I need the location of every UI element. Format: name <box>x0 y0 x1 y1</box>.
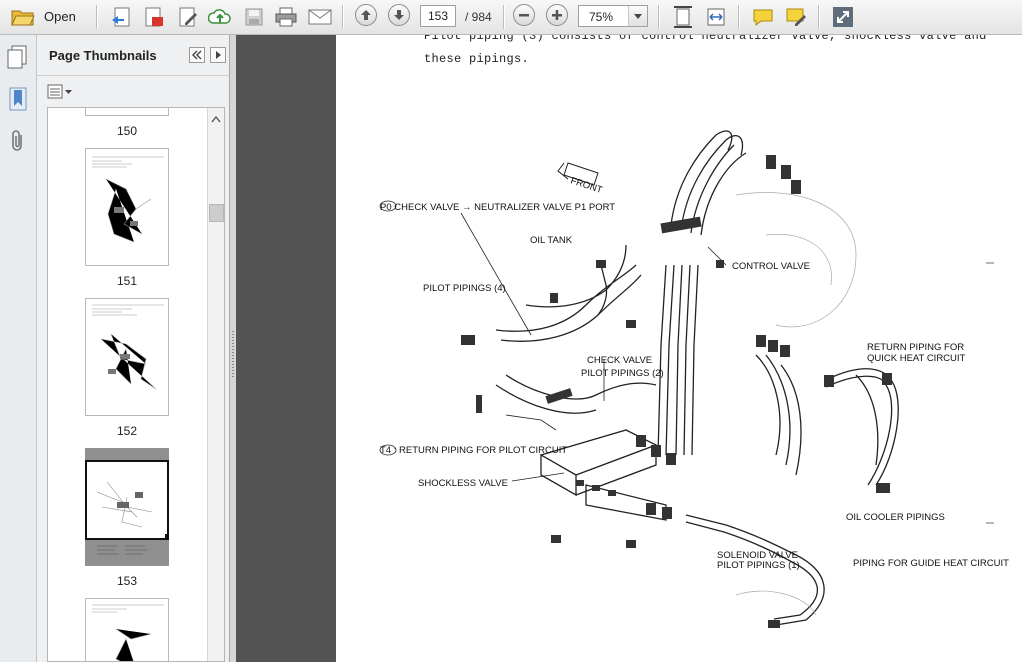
panel-header: Page Thumbnails <box>37 35 229 76</box>
attachment-icon[interactable] <box>8 129 28 158</box>
bookmark-icon[interactable] <box>8 87 28 116</box>
thumbnails-panel: Page Thumbnails 150 151 152 <box>37 35 230 662</box>
scroll-thumb[interactable] <box>209 204 224 222</box>
arrow-down-icon <box>388 4 410 26</box>
main-toolbar: Open 153 / 984 <box>0 0 1022 35</box>
thumbnail-options-button[interactable] <box>47 83 73 101</box>
page-thumbnail[interactable] <box>85 108 169 116</box>
page-text-line: these pipings. <box>424 52 530 66</box>
collapse-panel-button[interactable] <box>189 47 205 63</box>
thumbnail-label: 150 <box>116 124 138 138</box>
thumbnail-label: 151 <box>116 274 138 288</box>
zoom-value: 75% <box>589 10 614 24</box>
navigation-strip <box>0 35 37 662</box>
thumbnail-caption-lines <box>95 544 159 558</box>
email-icon[interactable] <box>306 4 334 30</box>
label-oil-tank: OIL TANK <box>530 235 573 246</box>
thumbnail-label: 152 <box>116 424 138 438</box>
previous-page-button[interactable] <box>355 4 377 30</box>
pdf-document-icon[interactable] <box>140 4 168 30</box>
label-control-valve: CONTROL VALVE <box>732 261 810 272</box>
hydraulic-diagram: FRONT P0 CHECK VALVE → NEUTRALIZER VALVE… <box>379 130 1009 628</box>
label-pilot-pipings-2: PILOT PIPINGS (2) <box>581 368 664 379</box>
panel-splitter[interactable] <box>230 35 236 662</box>
chevron-down-icon[interactable] <box>628 6 647 26</box>
label-solenoid-pilot-pipings: PILOT PIPINGS (1) <box>717 560 800 571</box>
page-thumbnail-selected[interactable] <box>85 460 169 540</box>
page-text-line: Pilot piping (3) consists of control neu… <box>424 35 987 43</box>
fit-page-icon[interactable] <box>669 4 697 30</box>
pdf-page[interactable]: Pilot piping (3) consists of control neu… <box>336 35 1022 662</box>
page-total: / 984 <box>465 10 492 24</box>
page-number-input[interactable]: 153 <box>420 5 456 27</box>
minus-icon <box>513 4 535 26</box>
label-shockless-valve: SHOCKLESS VALVE <box>418 478 508 489</box>
zoom-in-button[interactable] <box>546 4 568 30</box>
open-folder-icon[interactable] <box>8 4 38 30</box>
thumbnail-label: 153 <box>116 574 138 588</box>
label-check-valve-neutralizer: P0 CHECK VALVE → NEUTRALIZER VALVE P1 PO… <box>380 202 615 213</box>
label-solenoid-valve: SOLENOID VALVE <box>717 550 798 561</box>
page-thumbnail[interactable] <box>85 598 169 661</box>
arrow-up-icon <box>355 4 377 26</box>
front-arrow <box>557 162 599 186</box>
plus-icon <box>546 4 568 26</box>
comment-icon[interactable] <box>749 4 777 30</box>
expand-panel-button[interactable] <box>210 47 226 63</box>
zoom-select[interactable]: 75% <box>578 5 648 27</box>
scroll-up-icon[interactable] <box>211 112 221 126</box>
play-right-icon <box>216 51 221 59</box>
label-return-piping-pilot: T4 : RETURN PIPING FOR PILOT CIRCUIT <box>380 445 567 456</box>
save-icon[interactable] <box>240 4 268 30</box>
label-pilot-pipings-4: PILOT PIPINGS (4) <box>423 283 506 294</box>
fit-width-icon[interactable] <box>702 4 730 30</box>
panel-title: Page Thumbnails <box>49 48 157 63</box>
label-check-valve: CHECK VALVE <box>587 355 652 366</box>
upload-cloud-icon[interactable] <box>206 4 234 30</box>
open-button[interactable]: Open <box>44 9 76 24</box>
label-oil-cooler-pipings: OIL COOLER PIPINGS <box>846 512 945 523</box>
create-pdf-icon[interactable] <box>108 4 136 30</box>
page-thumbnail[interactable] <box>85 148 169 266</box>
label-return-piping-quick: RETURN PIPING FOR <box>867 342 964 353</box>
label-return-piping-quick-2: QUICK HEAT CIRCUIT <box>867 353 966 364</box>
thumbnail-list[interactable]: 150 151 152 1 <box>47 107 225 662</box>
next-page-button[interactable] <box>388 4 410 30</box>
thumbnail-scrollbar[interactable] <box>207 108 224 661</box>
edit-document-icon[interactable] <box>174 4 202 30</box>
options-menu-icon <box>47 84 72 99</box>
highlight-icon[interactable] <box>782 4 810 30</box>
page-thumbnail[interactable] <box>85 298 169 416</box>
zoom-out-button[interactable] <box>513 4 535 30</box>
print-icon[interactable] <box>272 4 300 30</box>
expand-view-icon[interactable] <box>829 4 857 30</box>
label-guide-heat: PIPING FOR GUIDE HEAT CIRCUIT <box>853 558 1009 569</box>
double-chevron-left-icon <box>192 50 202 60</box>
pages-icon[interactable] <box>6 45 28 72</box>
